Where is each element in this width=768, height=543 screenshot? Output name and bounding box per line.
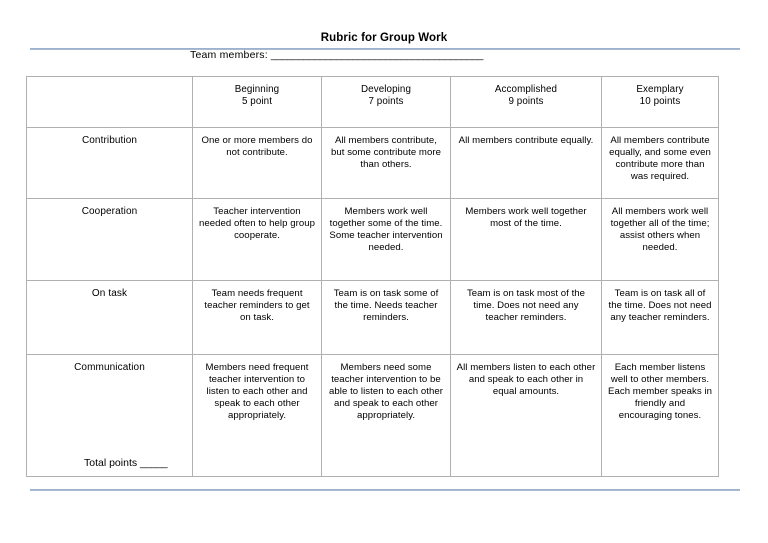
column-header-points-label: 5 point xyxy=(241,96,273,108)
column-header-level-label: Accomplished xyxy=(494,84,558,95)
cell-cooperation-accomplished: Members work well together most of the t… xyxy=(450,198,602,281)
column-header-accomplished: Accomplished 9 points xyxy=(450,76,602,128)
table-row: Contribution One or more members do not … xyxy=(26,127,719,199)
team-members-label: Team members: xyxy=(190,49,268,61)
header-divider-rule xyxy=(30,48,740,50)
column-header-points-label: 7 points xyxy=(368,96,404,108)
table-row: Cooperation Teacher intervention needed … xyxy=(26,198,719,281)
cell-communication-exemplary: Each member listens well to other member… xyxy=(601,354,719,477)
cell-communication-developing: Members need some teacher intervention t… xyxy=(321,354,451,477)
cell-contribution-developing: All members contribute, but some contrib… xyxy=(321,127,451,199)
column-header-level-label: Beginning xyxy=(234,84,280,95)
criterion-label-contribution: Contribution xyxy=(26,127,193,199)
total-points-line: Total points _____ xyxy=(84,456,168,470)
column-header-points-label: 10 points xyxy=(639,96,681,108)
criterion-label-on-task: On task xyxy=(26,280,193,355)
cell-on-task-developing: Team is on task some of the time. Needs … xyxy=(321,280,451,355)
table-corner-cell xyxy=(26,76,193,128)
table-row: On task Team needs frequent teacher remi… xyxy=(26,280,719,355)
cell-cooperation-beginning: Teacher intervention needed often to hel… xyxy=(192,198,322,281)
column-header-level-label: Developing xyxy=(360,84,412,95)
total-points-label: Total points xyxy=(84,457,138,469)
column-header-points-label: 9 points xyxy=(508,96,544,108)
total-points-blank-field[interactable]: _____ xyxy=(140,457,168,469)
rubric-table: Beginning 5 point Developing 7 points Ac… xyxy=(26,76,719,477)
cell-contribution-beginning: One or more members do not contribute. xyxy=(192,127,322,199)
page-title: Rubric for Group Work xyxy=(320,32,448,44)
footer-divider-rule xyxy=(30,489,740,491)
table-row: Communication Members need frequent teac… xyxy=(26,354,719,477)
cell-cooperation-developing: Members work well together some of the t… xyxy=(321,198,451,281)
cell-contribution-exemplary: All members contribute equally, and some… xyxy=(601,127,719,199)
column-header-beginning: Beginning 5 point xyxy=(192,76,322,128)
cell-on-task-beginning: Team needs frequent teacher reminders to… xyxy=(192,280,322,355)
cell-communication-beginning: Members need frequent teacher interventi… xyxy=(192,354,322,477)
team-members-line: Team members: __________________________… xyxy=(190,48,483,62)
criterion-label-cooperation: Cooperation xyxy=(26,198,193,281)
column-header-exemplary: Exemplary 10 points xyxy=(601,76,719,128)
cell-communication-accomplished: All members listen to each other and spe… xyxy=(450,354,602,477)
table-header-row: Beginning 5 point Developing 7 points Ac… xyxy=(26,76,719,128)
column-header-developing: Developing 7 points xyxy=(321,76,451,128)
criterion-label-communication: Communication xyxy=(26,354,193,477)
team-members-blank-field[interactable]: _______________________________________ xyxy=(270,49,484,61)
cell-on-task-accomplished: Team is on task most of the time. Does n… xyxy=(450,280,602,355)
cell-on-task-exemplary: Team is on task all of the time. Does no… xyxy=(601,280,719,355)
cell-cooperation-exemplary: All members work well together all of th… xyxy=(601,198,719,281)
cell-contribution-accomplished: All members contribute equally. xyxy=(450,127,602,199)
column-header-level-label: Exemplary xyxy=(636,84,684,95)
